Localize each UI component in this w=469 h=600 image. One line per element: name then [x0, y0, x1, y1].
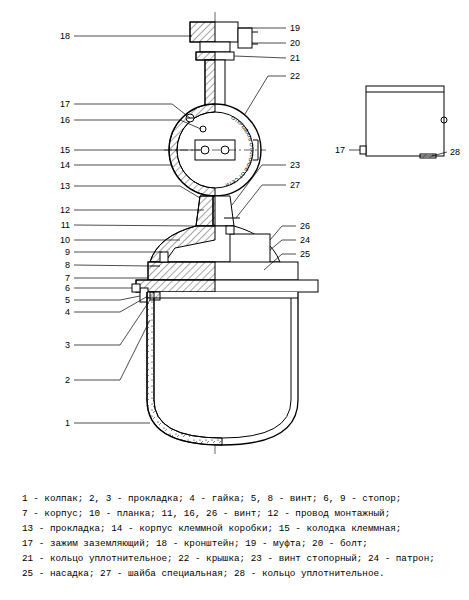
callout-number: 17	[335, 146, 345, 155]
callout-number: 26	[300, 222, 310, 231]
callout-number: 24	[300, 236, 310, 245]
callout-number: 28	[450, 148, 460, 157]
callout-number: 3	[65, 341, 70, 350]
callout-number: 25	[300, 250, 310, 259]
callout-number: 16	[60, 116, 70, 125]
callout-number: 5	[65, 296, 70, 305]
callout-number: 15	[60, 146, 70, 155]
callout-number: 22	[290, 72, 300, 81]
leader-lines	[74, 28, 447, 423]
caption-line: 21 - кольцо уплотнительное; 22 - крышка;…	[22, 554, 435, 563]
callout-number: 4	[65, 308, 70, 317]
caption-line: 17 - зажим заземляющий; 18 - кронштейн; …	[22, 539, 368, 548]
caption-line: 13 - прокладка; 14 - корпус клеммной кор…	[22, 524, 401, 533]
callout-number: 11	[61, 221, 70, 230]
inset-view	[360, 86, 447, 158]
callout-number: 9	[65, 248, 70, 257]
callout-number: 12	[60, 206, 70, 215]
cover-inscription: ОТКРЫВАТЬ ОТКЛЮЧИВ ОТ СЕТИ	[224, 114, 255, 188]
callout-number: 10	[60, 236, 70, 245]
caption-line: 1 - колпак; 2, 3 - прокладка; 4 - гайка;…	[22, 494, 401, 503]
callout-number: 14	[60, 161, 70, 170]
callout-number: 7	[65, 274, 70, 283]
callout-number: 19	[290, 24, 300, 33]
callout-number: 1	[65, 419, 70, 428]
callout-number: 21	[290, 54, 300, 63]
lamp-body	[132, 12, 318, 455]
callout-number: 8	[65, 261, 70, 270]
callout-number: 18	[60, 32, 70, 41]
callout-number: 27	[290, 181, 300, 190]
callout-number: 23	[290, 161, 300, 170]
callout-number: 17	[60, 100, 70, 109]
caption-line: 7 - корпус; 10 - планка; 11, 16, 26 - ви…	[22, 509, 390, 518]
callout-number: 6	[65, 284, 70, 293]
callout-number: 2	[65, 376, 70, 385]
callout-number: 13	[60, 182, 70, 191]
caption-line: 25 - насадка; 27 - шайба специальная; 28…	[22, 569, 385, 578]
callout-number: 20	[290, 39, 300, 48]
